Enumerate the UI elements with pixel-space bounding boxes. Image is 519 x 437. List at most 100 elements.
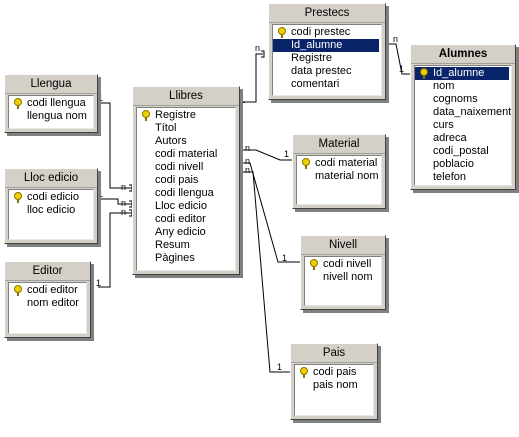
field-row[interactable]: comentari — [273, 78, 381, 91]
field-name: Registre — [155, 109, 196, 121]
field-row[interactable]: Id_alumne — [273, 39, 379, 52]
card-1-llibres: 1 — [240, 95, 246, 105]
field-name: codi nivell — [155, 161, 204, 173]
field-row[interactable]: data prestec — [273, 65, 381, 78]
field-name: Títol — [155, 122, 177, 134]
field-row[interactable]: Resum — [137, 239, 235, 252]
field-row[interactable]: nivell nom — [305, 271, 381, 284]
field-name: cognoms — [433, 93, 478, 105]
field-name: codi editor — [155, 213, 206, 225]
field-row[interactable]: codi edicio — [9, 191, 93, 204]
field-row[interactable]: codi llengua — [9, 97, 93, 110]
field-row[interactable]: cognoms — [415, 93, 511, 106]
field-row[interactable]: Any edicio — [137, 226, 235, 239]
field-name: Autors — [155, 135, 187, 147]
field-row[interactable]: codi nivell — [305, 258, 381, 271]
field-name: codi pais — [155, 174, 199, 186]
primary-key-icon — [420, 68, 428, 79]
primary-key-icon — [14, 285, 22, 296]
field-row[interactable]: Registre — [137, 109, 235, 122]
field-row[interactable]: codi editor — [137, 213, 235, 226]
field-name: codi prestec — [291, 26, 351, 38]
rel-llocedicio-llibres[interactable] — [98, 198, 132, 205]
field-row[interactable]: telefon — [415, 171, 511, 184]
card-n-pais: n — [245, 165, 251, 175]
field-row[interactable]: codi_postal — [415, 145, 511, 158]
field-row[interactable]: Lloc edicio — [137, 200, 235, 213]
card-n-llocedicio: n — [121, 198, 127, 208]
field-name: Pàgines — [155, 252, 195, 264]
card-n-prestecs-alumne: n — [393, 34, 399, 44]
field-row[interactable]: adreca — [415, 132, 511, 145]
field-row[interactable]: codi llengua — [137, 187, 235, 200]
field-row[interactable]: lloc edicio — [9, 204, 93, 217]
field-name: data prestec — [291, 65, 352, 77]
field-name: poblacio — [433, 158, 474, 170]
table-title[interactable]: Material — [293, 135, 385, 154]
field-row[interactable]: Títol — [137, 122, 235, 135]
field-name: Any edicio — [155, 226, 206, 238]
field-row[interactable]: codi pais — [295, 366, 373, 379]
field-row[interactable]: Autors — [137, 135, 235, 148]
rel-llengua-llibres[interactable] — [98, 102, 132, 189]
field-row[interactable]: codi pais — [137, 174, 235, 187]
field-row[interactable]: nom editor — [9, 297, 86, 310]
field-row[interactable]: Registre — [273, 52, 381, 65]
card-1-llengua: 1 — [98, 93, 104, 103]
table-title[interactable]: Lloc edicio — [5, 169, 97, 188]
field-row[interactable]: codi nivell — [137, 161, 235, 174]
field-row[interactable]: data_naixement — [415, 106, 511, 119]
field-row[interactable]: codi prestec — [273, 26, 381, 39]
field-name: lloc edicio — [27, 204, 76, 216]
field-name: codi_postal — [433, 145, 489, 157]
field-name: Resum — [155, 239, 190, 251]
table-title[interactable]: Alumnes — [411, 45, 515, 64]
table-title[interactable]: Pais — [291, 344, 377, 363]
field-name: codi edicio — [27, 191, 79, 203]
field-row[interactable]: Pàgines — [137, 252, 235, 265]
field-name: Lloc edicio — [155, 200, 207, 212]
field-row[interactable]: curs — [415, 119, 511, 132]
field-row[interactable]: material nom — [297, 170, 381, 183]
field-row[interactable]: codi material — [297, 157, 381, 170]
table-title[interactable]: Llengua — [5, 75, 97, 94]
card-n-nivell: n — [245, 156, 251, 166]
table-title[interactable]: Llibres — [133, 87, 239, 106]
field-row[interactable]: Id_alumne — [415, 67, 509, 80]
field-row[interactable]: codi material — [137, 148, 235, 161]
card-1-pais: 1 — [277, 362, 283, 372]
field-row[interactable]: codi editor — [9, 284, 86, 297]
field-row[interactable]: poblacio — [415, 158, 511, 171]
table-title[interactable]: Nivell — [301, 236, 385, 255]
table-title[interactable]: Editor — [5, 262, 90, 281]
field-row[interactable]: pais nom — [295, 379, 373, 392]
field-name: Id_alumne — [433, 67, 485, 79]
card-n-editor: n — [121, 207, 127, 217]
table-title[interactable]: Prestecs — [269, 4, 385, 23]
field-name: material nom — [315, 170, 379, 182]
primary-key-icon — [14, 192, 22, 203]
field-name: codi nivell — [323, 258, 372, 270]
field-row[interactable]: llengua nom — [9, 110, 93, 123]
field-row[interactable]: nom — [415, 80, 511, 93]
rel-editor-llibres[interactable] — [98, 212, 132, 288]
rel-llibres-pais[interactable] — [240, 171, 291, 373]
